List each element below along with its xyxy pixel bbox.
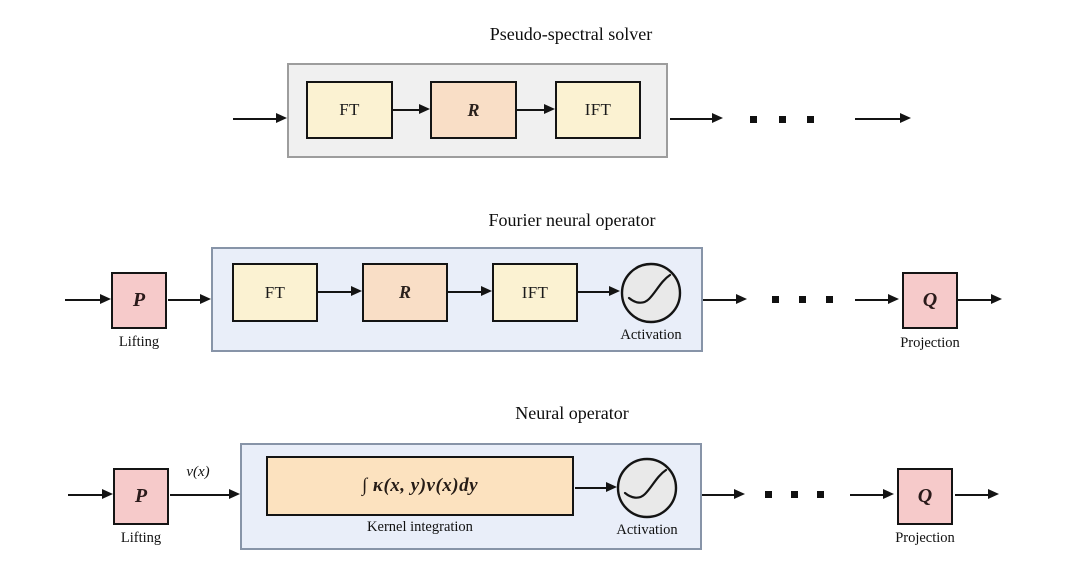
ift-label: IFT [521,282,549,302]
ellipsis-dot [765,491,772,498]
arrow-r-to-ift-fno [448,286,492,296]
arrow-into-projection-fno [855,294,899,304]
pseudo-spectral-title: Pseudo-spectral solver [489,24,653,44]
lifting-box-fno: P [111,272,167,329]
ift-label: IFT [584,100,612,119]
ft-box-fno: FT [232,263,318,322]
arrow-out-of-solver [670,113,723,123]
arrow-out-of-layer-no [702,489,745,499]
arrow-lifting-to-layer-fno [168,294,211,304]
r-box-fno: R [362,263,448,322]
kernel-integral-formula: ∫ κ(x, y)v(x)dy [361,475,479,496]
arrow-ift-to-activation-fno [578,286,620,296]
ft-box-solver: FT [306,81,393,139]
arrow-ft-to-r-fno [318,286,362,296]
arrow-no-final [955,489,999,499]
arrow-into-lifting-no [68,489,113,499]
neural-operator-title: Neural operator [515,403,629,423]
projection-symbol: Q [922,289,938,311]
arrow-into-lifting-fno [65,294,111,304]
activation-caption-fno: Activation [620,327,682,343]
activation-icon [616,457,678,519]
ellipsis-dot [807,116,814,123]
r-label: R [467,99,480,120]
arrow-ft-to-r-solver [393,104,430,114]
lifting-box-no: P [113,468,169,525]
lifting-symbol: P [134,485,148,507]
arrow-r-to-ift-solver [517,104,555,114]
lifting-caption-fno: Lifting [118,334,160,350]
arrow-lifting-to-layer-no [170,489,240,499]
fno-title: Fourier neural operator [488,210,656,230]
ellipsis-dot [791,491,798,498]
ft-label: FT [339,100,360,119]
arrow-into-projection-no [850,489,894,499]
arrow-into-solver [233,113,287,123]
ellipsis-dot [779,116,786,123]
arrow-out-of-layer-fno [703,294,747,304]
r-label: R [398,282,411,302]
projection-caption-fno: Projection [900,335,960,351]
input-function-annotation: v(x) [186,464,210,480]
arrow-fno-final [958,294,1002,304]
projection-caption-no: Projection [895,530,955,546]
kernel-integration-caption: Kernel integration [367,519,473,535]
ellipsis-dot [826,296,833,303]
projection-box-fno: Q [902,272,958,329]
ift-box-fno: IFT [492,263,578,322]
activation-icon [620,262,682,324]
ellipsis-dot [817,491,824,498]
lifting-caption-no: Lifting [120,530,162,546]
ellipsis-dot [750,116,757,123]
r-box-solver: R [430,81,517,139]
projection-box-no: Q [897,468,953,525]
ft-label: FT [264,282,286,302]
projection-symbol: Q [917,485,933,507]
arrow-kernel-to-activation [575,482,617,492]
lifting-symbol: P [132,289,146,311]
ellipsis-dot [772,296,779,303]
arrow-solver-final [855,113,911,123]
ift-box-solver: IFT [555,81,641,139]
ellipsis-dot [799,296,806,303]
kernel-integration-box: ∫ κ(x, y)v(x)dy [266,456,574,516]
activation-caption-no: Activation [616,522,678,538]
